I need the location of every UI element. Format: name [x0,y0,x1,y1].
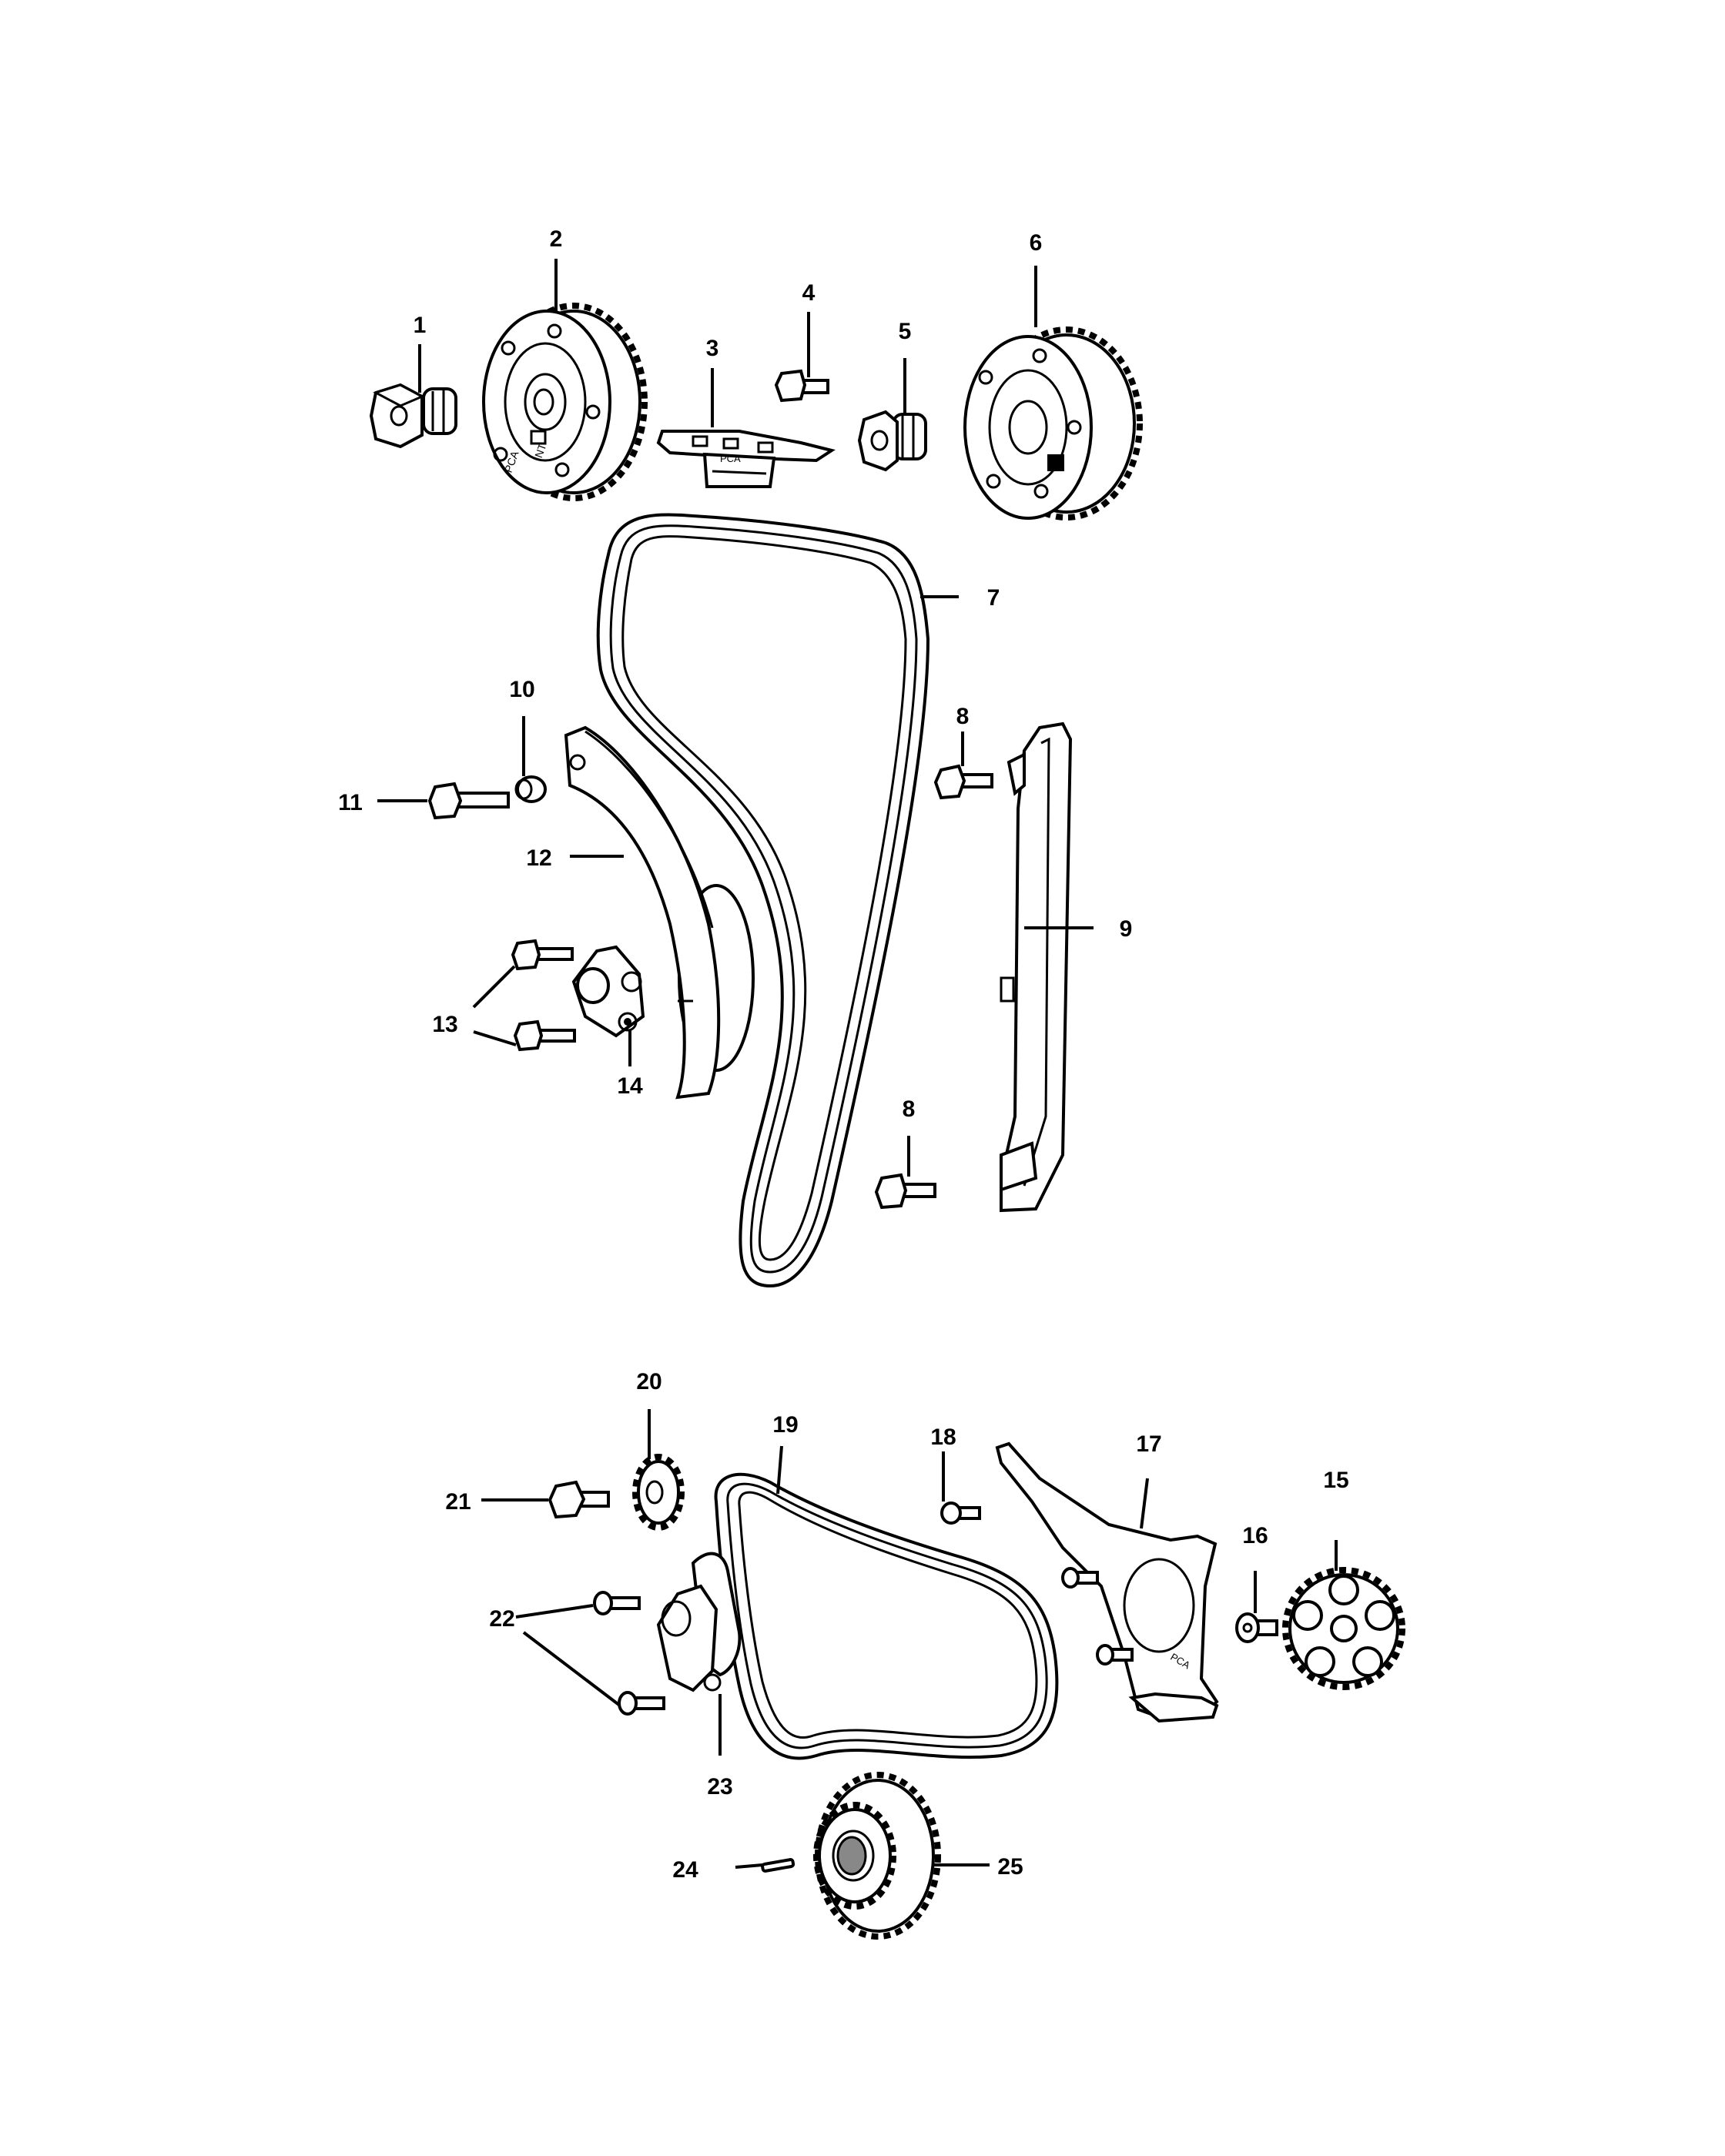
callout-19: 19 [772,1412,798,1438]
callout-9: 9 [1120,916,1133,942]
stamp-pca-2: PCA [720,453,741,464]
callout-13: 13 [432,1012,457,1037]
callout-4: 4 [802,280,816,306]
callout-15: 15 [1323,1468,1348,1493]
part-25-crank-sprocket [813,1772,941,1940]
stamp-int: INT [531,441,549,462]
part-21-bolt [548,1480,610,1519]
callout-18: 18 [930,1424,956,1450]
callout-3: 3 [706,336,719,361]
part-11-pivot-bolt [427,782,510,820]
part-17-guide-plate: PCA [995,1441,1219,1723]
part-13-bolt-lower [513,1019,576,1052]
callout-7: 7 [987,585,1000,611]
part-16-bolt [1235,1612,1278,1643]
part-22-bolt-upper [593,1591,641,1615]
part-24-key [761,1858,796,1873]
part-8-bolt-upper [933,764,993,800]
part-15-sprocket [1282,1567,1405,1690]
callout-8-lower: 8 [903,1096,916,1122]
part-12-tensioner-arm [564,725,755,1100]
part-5-oil-control-valve [857,410,927,472]
callout-5: 5 [899,319,912,344]
part-7-timing-chain [596,513,930,1288]
callout-8-upper: 8 [956,704,970,729]
part-3-upper-guide: PCA [656,430,836,488]
part-6-exhaust-cam-phaser [963,326,1143,521]
part-17-bolt-b [1096,1644,1134,1666]
callout-16: 16 [1242,1523,1268,1548]
callout-2: 2 [550,226,563,252]
callout-24: 24 [672,1857,698,1883]
part-18-bolt [940,1502,981,1525]
callout-21: 21 [445,1489,471,1515]
callout-14: 14 [617,1073,643,1099]
part-8-bolt-lower [874,1173,936,1210]
part-22-bolt-lower [618,1691,665,1716]
callout-25: 25 [997,1854,1023,1880]
callout-23: 23 [707,1774,732,1799]
part-20-small-sprocket [632,1454,685,1531]
part-23-balance-tensioner [656,1552,742,1692]
callout-22: 22 [489,1606,514,1632]
callout-12: 12 [526,845,551,871]
part-1-oil-control-valve [369,383,457,449]
leader-lines [377,259,1338,1869]
callout-1: 1 [414,313,427,338]
part-13-bolt-upper [511,939,574,971]
part-2-intake-cam-phaser: INT PCA [482,303,648,501]
part-17-bolt-a [1061,1567,1099,1589]
part-14-chain-tensioner [571,945,645,1038]
callout-6: 6 [1030,230,1043,256]
callout-20: 20 [636,1369,662,1394]
callout-11: 11 [338,790,363,815]
callout-10: 10 [509,677,534,702]
part-4-bolt [774,369,829,403]
part-9-fixed-guide [1000,721,1073,1213]
part-19-balance-chain [714,1472,1059,1760]
callout-17: 17 [1136,1431,1161,1457]
part-10-spacer [514,775,547,803]
callout-labels: 1 2 3 4 5 6 7 8 8 9 10 11 12 13 14 15 16… [338,226,1349,1883]
